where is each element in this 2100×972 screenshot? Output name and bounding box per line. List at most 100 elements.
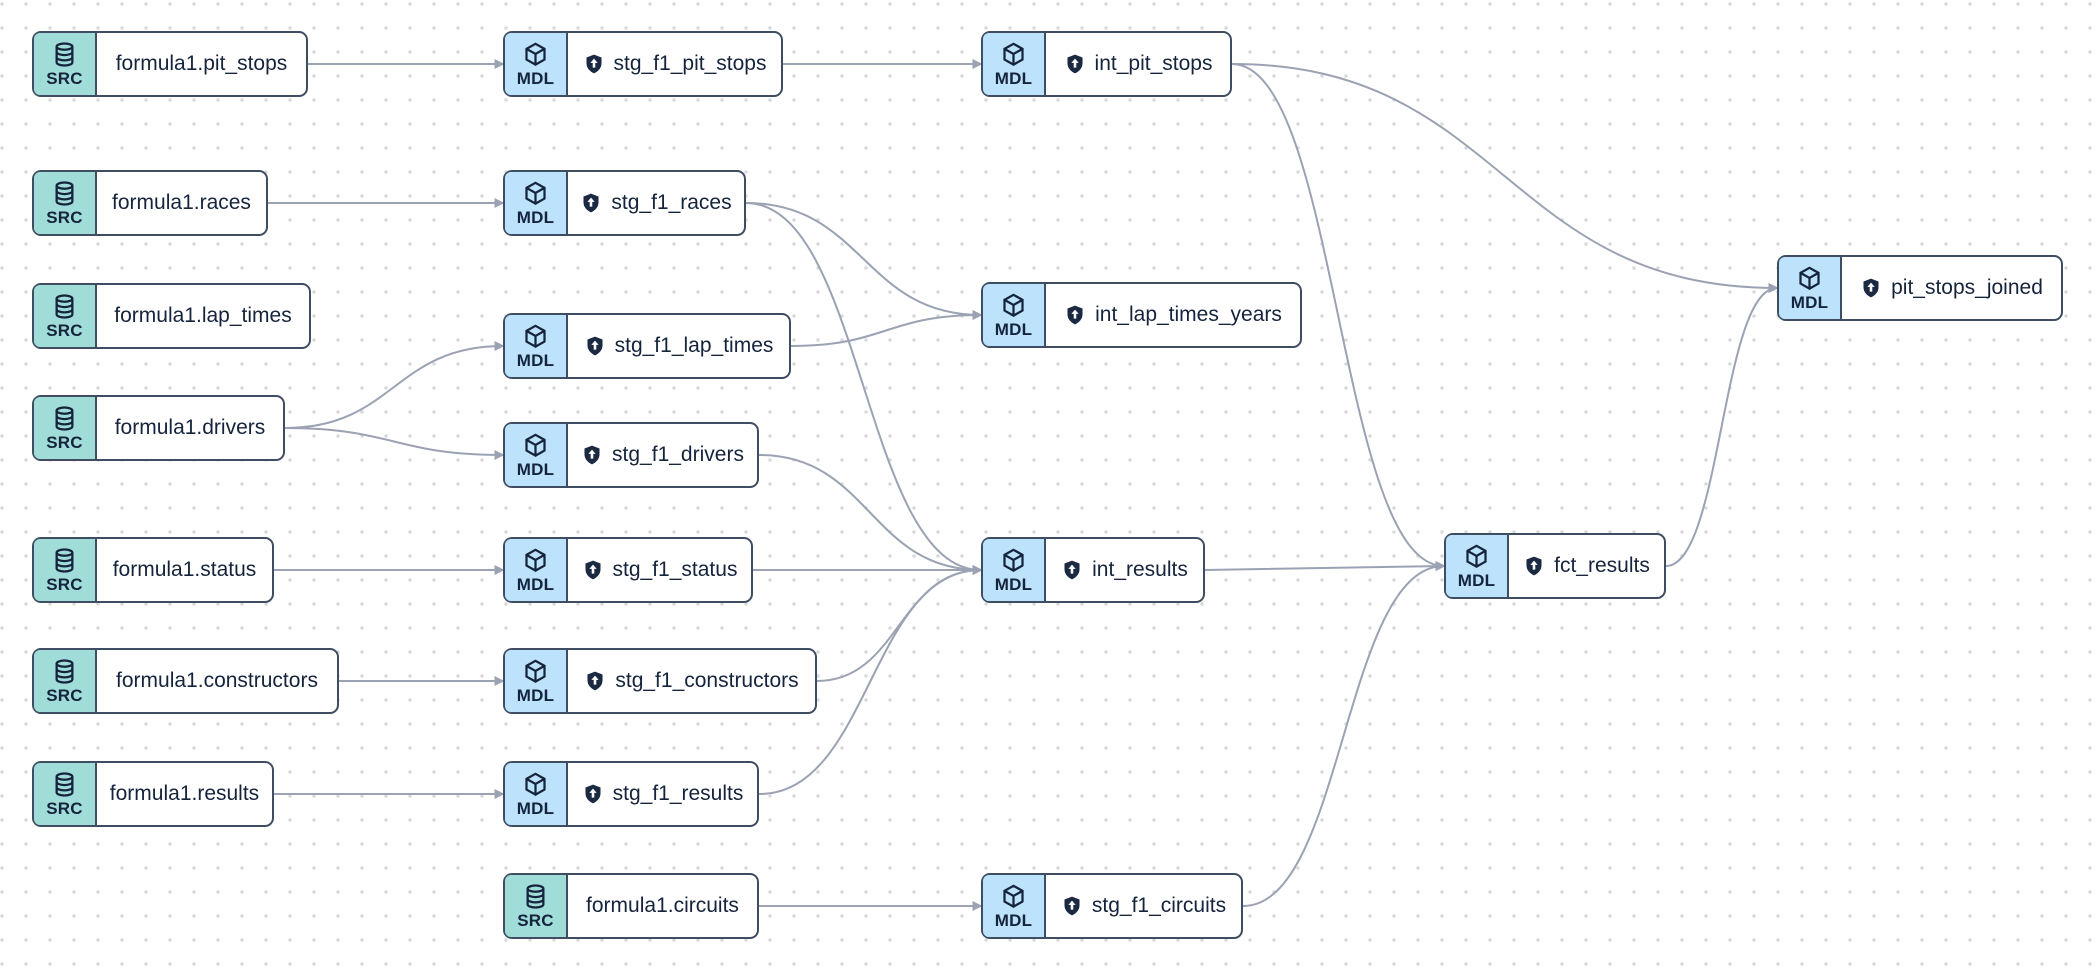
shield-icon	[584, 335, 606, 357]
model-badge: MDL	[983, 875, 1046, 937]
source-badge: SRC	[34, 397, 97, 459]
badge-label: MDL	[516, 208, 555, 227]
badge-label: SRC	[46, 321, 83, 340]
model-cube-icon	[1000, 41, 1027, 68]
shield-icon	[584, 670, 606, 692]
shield-icon	[1523, 555, 1545, 577]
shield-icon	[580, 192, 602, 214]
database-icon	[51, 41, 78, 68]
model-badge: MDL	[505, 424, 568, 486]
database-icon	[51, 293, 78, 320]
lineage-node-pit_stops_joined[interactable]: MDL pit_stops_joined	[1777, 255, 2063, 321]
node-label: stg_f1_circuits	[1091, 894, 1227, 917]
node-label: stg_f1_races	[611, 191, 732, 214]
node-body: stg_f1_pit_stops	[568, 33, 781, 95]
model-cube-icon	[522, 547, 549, 574]
model-badge: MDL	[505, 172, 568, 234]
model-badge: MDL	[983, 539, 1046, 601]
model-badge: MDL	[1779, 257, 1842, 319]
lineage-node-formula1.constructors[interactable]: SRC formula1.constructors	[32, 648, 339, 714]
database-icon	[51, 405, 78, 432]
lineage-edge-stg_f1_races--int_results	[745, 202, 983, 575]
node-label: formula1.pit_stops	[115, 52, 288, 75]
lineage-edge-int_pit_stops--pit_stops_joined	[1231, 63, 1779, 293]
badge-label: SRC	[46, 69, 83, 88]
lineage-node-stg_f1_status[interactable]: MDL stg_f1_status	[503, 537, 753, 603]
shield-icon	[1061, 559, 1083, 581]
model-badge: MDL	[1446, 535, 1509, 597]
lineage-node-stg_f1_drivers[interactable]: MDL stg_f1_drivers	[503, 422, 759, 488]
lineage-node-int_results[interactable]: MDL int_results	[981, 537, 1205, 603]
lineage-node-stg_f1_constructors[interactable]: MDL stg_f1_constructors	[503, 648, 817, 714]
node-label: int_results	[1092, 558, 1188, 581]
node-body: stg_f1_drivers	[568, 424, 757, 486]
node-label: formula1.races	[112, 191, 251, 214]
shield-icon	[582, 559, 604, 581]
node-label: formula1.lap_times	[114, 304, 292, 327]
node-label: stg_f1_lap_times	[614, 334, 774, 357]
node-body: formula1.pit_stops	[97, 33, 306, 95]
shield-icon	[1064, 304, 1086, 326]
badge-label: MDL	[994, 320, 1033, 339]
model-cube-icon	[522, 180, 549, 207]
lineage-edge-stg_f1_races--int_lap_times_years	[745, 202, 983, 320]
badge-label: SRC	[46, 433, 83, 452]
lineage-edge-int_results--fct_results	[1204, 561, 1446, 572]
node-body: int_lap_times_years	[1046, 284, 1300, 346]
lineage-node-formula1.races[interactable]: SRC formula1.races	[32, 170, 268, 236]
lineage-node-stg_f1_circuits[interactable]: MDL stg_f1_circuits	[981, 873, 1243, 939]
node-body: formula1.constructors	[97, 650, 337, 712]
model-badge: MDL	[505, 539, 568, 601]
model-cube-icon	[1000, 547, 1027, 574]
badge-label: MDL	[516, 799, 555, 818]
node-label: stg_f1_pit_stops	[613, 52, 767, 75]
badge-label: MDL	[516, 460, 555, 479]
lineage-edge-stg_f1_results--int_results	[758, 565, 983, 795]
database-icon	[51, 180, 78, 207]
badge-label: MDL	[994, 911, 1033, 930]
model-cube-icon	[1000, 292, 1027, 319]
node-label: pit_stops_joined	[1891, 276, 2043, 299]
model-cube-icon	[1000, 883, 1027, 910]
model-cube-icon	[522, 41, 549, 68]
badge-label: MDL	[516, 575, 555, 594]
model-badge: MDL	[505, 650, 568, 712]
lineage-node-stg_f1_results[interactable]: MDL stg_f1_results	[503, 761, 759, 827]
database-icon	[51, 658, 78, 685]
model-badge: MDL	[983, 284, 1046, 346]
node-body: formula1.races	[97, 172, 266, 234]
lineage-node-stg_f1_races[interactable]: MDL stg_f1_races	[503, 170, 746, 236]
model-badge: MDL	[505, 763, 568, 825]
node-label: stg_f1_constructors	[615, 669, 799, 692]
badge-label: MDL	[516, 686, 555, 705]
badge-label: MDL	[1457, 571, 1496, 590]
badge-label: SRC	[517, 911, 554, 930]
badge-label: SRC	[46, 208, 83, 227]
lineage-node-formula1.pit_stops[interactable]: SRC formula1.pit_stops	[32, 31, 308, 97]
lineage-node-formula1.lap_times[interactable]: SRC formula1.lap_times	[32, 283, 311, 349]
node-label: stg_f1_drivers	[612, 443, 744, 466]
node-body: formula1.circuits	[568, 875, 757, 937]
lineage-edge-stg_f1_lap_times--int_lap_times_years	[790, 310, 983, 347]
lineage-node-int_lap_times_years[interactable]: MDL int_lap_times_years	[981, 282, 1302, 348]
node-body: formula1.status	[97, 539, 272, 601]
node-label: stg_f1_status	[612, 558, 738, 581]
lineage-edge-stg_f1_drivers--int_results	[758, 454, 983, 575]
node-label: formula1.results	[109, 782, 260, 805]
database-icon	[522, 883, 549, 910]
badge-label: MDL	[994, 69, 1033, 88]
lineage-node-formula1.circuits[interactable]: SRC formula1.circuits	[503, 873, 759, 939]
shield-icon	[582, 783, 604, 805]
lineage-edge-stg_f1_circuits--fct_results	[1242, 561, 1446, 907]
node-label: stg_f1_results	[612, 782, 744, 805]
source-badge: SRC	[34, 539, 97, 601]
badge-label: SRC	[46, 686, 83, 705]
